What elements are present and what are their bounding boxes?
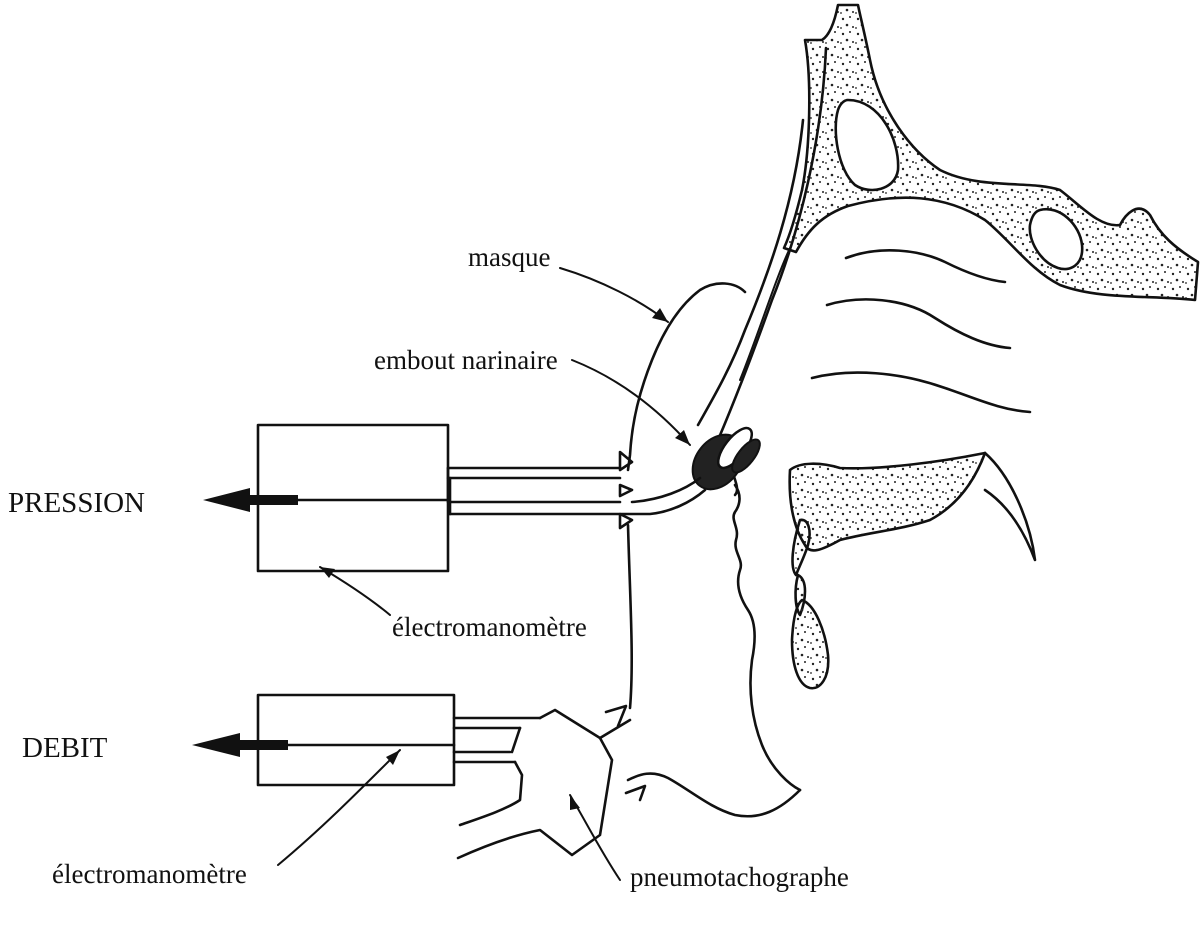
pneumotachograph (458, 710, 630, 858)
label-pneumotachographe: pneumotachographe (630, 862, 849, 892)
label-masque: masque (468, 242, 550, 272)
nose-dorsum (698, 120, 803, 425)
label-embout-narinaire: embout narinaire (374, 345, 558, 375)
chin-line (628, 774, 800, 817)
mandible (792, 600, 828, 688)
pression-arrow (203, 488, 448, 512)
electromanometer-bottom (258, 695, 540, 785)
turbinate-lower (812, 373, 1030, 412)
head-anatomy (628, 5, 1198, 816)
velum (985, 453, 1035, 560)
label-debit: DEBIT (22, 732, 108, 764)
nasal-tip (682, 423, 764, 499)
upper-teeth (793, 520, 810, 575)
electromanometer-top (258, 425, 705, 571)
turbinate-upper (846, 250, 1005, 282)
label-pression: PRESSION (8, 487, 145, 519)
hard-palate (790, 453, 985, 550)
debit-arrow (192, 733, 454, 757)
face-profile (734, 485, 800, 790)
label-electromanometre-top: électromanomètre (392, 612, 587, 642)
turbinate-middle (827, 299, 1010, 348)
label-electromanometre-bottom: électromanomètre (52, 859, 247, 889)
